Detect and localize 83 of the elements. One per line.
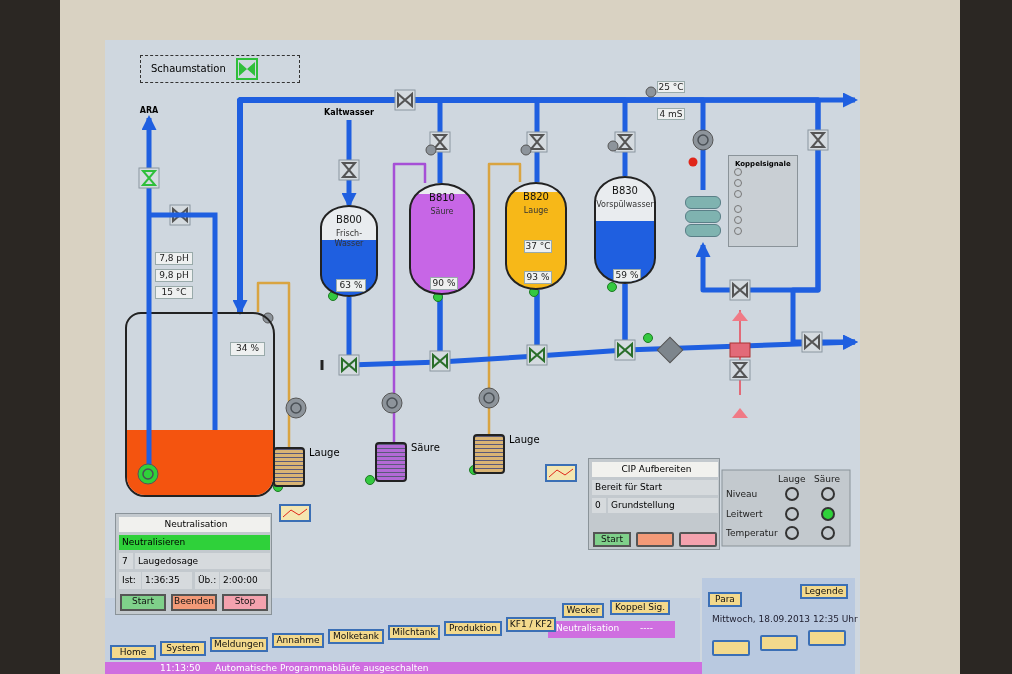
panel-title: CIP Aufbereiten	[592, 462, 718, 477]
pipe	[392, 162, 427, 442]
time-label: Üb.:	[195, 572, 219, 589]
panel-title: Neutralisation	[119, 517, 270, 532]
nav-button: Annahme	[272, 633, 324, 648]
status-bar: Neutralisieren	[119, 535, 270, 550]
signal-panel	[728, 155, 798, 247]
panel-button: Start	[120, 594, 166, 611]
nav-button: Molketank	[328, 629, 384, 644]
pipe	[341, 120, 357, 208]
value-display: 59 %	[613, 269, 641, 282]
value-display: 37 °C	[524, 240, 552, 253]
value-display: 7,8 pH	[155, 252, 193, 265]
date-time: Mittwoch, 18.09.2013 12:35 Uhr	[712, 614, 858, 624]
value-display: 25 °C	[657, 81, 685, 93]
blank-button	[808, 630, 846, 646]
nav-button: Meldungen	[210, 637, 268, 652]
tank-medium: Lauge	[522, 206, 550, 216]
value-display: 63 %	[336, 279, 366, 292]
status-text: Bereit für Start	[592, 480, 718, 495]
time-label: Ist:	[119, 572, 141, 589]
value-display: 15 °C	[155, 286, 193, 299]
container-label: Lauge	[309, 447, 340, 458]
control-panel	[588, 458, 720, 550]
panel-button: Stop	[222, 594, 268, 611]
nav-button: System	[160, 641, 206, 656]
pipe	[237, 97, 858, 350]
tank-id: B820	[522, 192, 550, 202]
time-value: 2:00:00	[220, 572, 270, 589]
row-header: Leitwert	[726, 509, 763, 519]
step-name: Laugedosage	[135, 553, 270, 569]
step-name: Grundstellung	[608, 498, 718, 513]
value-display: 90 %	[430, 277, 458, 290]
nav-button: Para	[708, 592, 742, 607]
neutralisation-tank	[125, 312, 275, 497]
tank-id: B800	[335, 215, 363, 225]
storage-tank	[505, 182, 567, 290]
control-panel	[115, 513, 272, 615]
pipe	[141, 115, 157, 312]
blank-button	[679, 532, 717, 547]
station-label: Schaumstation	[151, 63, 226, 74]
nav-button: Wecker	[562, 603, 604, 618]
value-display: 93 %	[524, 271, 552, 284]
container-label: Säure	[411, 442, 440, 453]
tank-id: B830	[611, 186, 639, 196]
status-message: Neutralisation	[556, 623, 620, 633]
storage-tank	[409, 183, 475, 295]
inlet-label: ARA	[133, 106, 165, 118]
inlet-label: Kaltwasser	[322, 108, 376, 120]
panel-button: Start	[593, 532, 631, 547]
blank-button	[760, 635, 798, 651]
nav-button: Home	[110, 645, 156, 660]
nav-button: Koppel Sig.	[610, 600, 670, 615]
status-message: Automatische Programmabläufe ausgeschalten	[215, 663, 429, 673]
time-value: 1:36:35	[142, 572, 192, 589]
column-header: Säure	[814, 474, 840, 484]
column-header: Lauge	[778, 474, 806, 484]
value-display: 4 mS	[657, 108, 685, 120]
nav-button: Milchtank	[388, 625, 440, 640]
nav-button: Produktion	[444, 621, 502, 636]
row-header: Temperatur	[726, 528, 778, 538]
pipe	[256, 281, 291, 447]
tank-medium: Frisch-Wasser	[333, 229, 365, 249]
status-message: ----	[640, 623, 653, 633]
nav-button: Legende	[800, 584, 848, 599]
nav-button: KF1 / KF2	[506, 617, 556, 632]
tank-medium: Vorspülwasser	[596, 200, 654, 210]
row-header: Niveau	[726, 489, 758, 499]
status-message: 11:13:50	[160, 663, 201, 673]
storage-tank	[320, 205, 378, 297]
container-label: Lauge	[509, 434, 540, 445]
step-number: 0	[592, 498, 606, 513]
storage-tank	[594, 176, 656, 284]
station-frame	[140, 55, 300, 83]
value-display: 34 %	[230, 342, 265, 356]
tank-id: B810	[428, 193, 456, 203]
blank-button	[636, 532, 674, 547]
tank-medium: Säure	[429, 207, 455, 217]
blank-button	[712, 640, 750, 656]
pipe	[487, 162, 522, 434]
step-number: 7	[119, 553, 133, 569]
panel-button: Beenden	[171, 594, 217, 611]
value-display: 9,8 pH	[155, 269, 193, 282]
